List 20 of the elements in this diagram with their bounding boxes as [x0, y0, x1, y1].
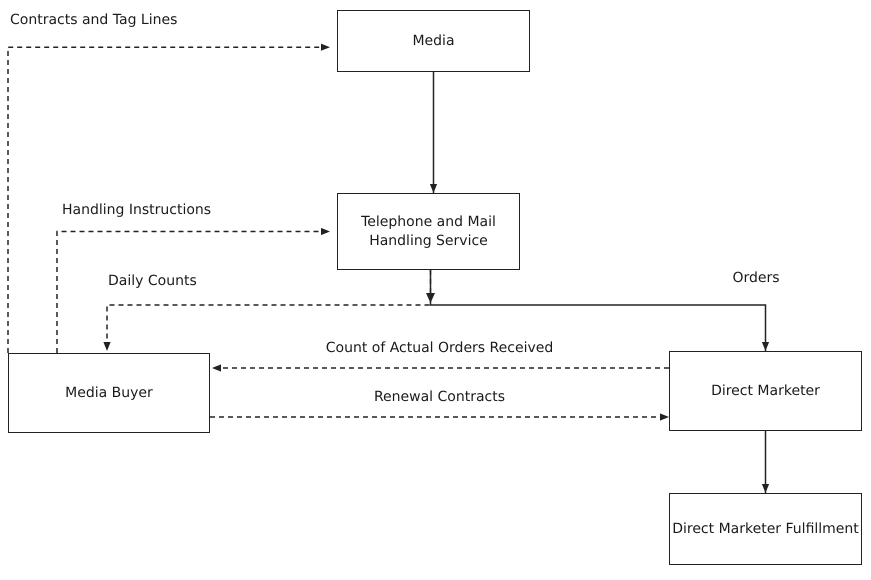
edge-label: Handling Instructions — [60, 202, 214, 218]
box-label: Media Buyer — [65, 384, 153, 402]
arrow — [210, 413, 669, 421]
arrow — [762, 431, 770, 493]
process-box — [337, 193, 520, 270]
arrow — [56, 228, 330, 353]
process-box — [669, 351, 862, 431]
process-box — [8, 353, 210, 433]
edge-label: Daily Counts — [106, 273, 199, 289]
box-label: Media — [412, 32, 455, 50]
edge-label: Contracts and Tag Lines — [8, 12, 180, 28]
box-label: Direct Marketer — [711, 382, 820, 400]
arrow — [426, 270, 770, 351]
box-label: Direct Marketer Fulfillment — [672, 520, 859, 538]
arrow — [430, 72, 438, 193]
box-label: Telephone and Mail Handling Service — [360, 212, 497, 250]
process-box — [669, 493, 862, 565]
arrow — [212, 364, 669, 372]
arrow — [7, 44, 330, 353]
process-box — [337, 10, 530, 72]
